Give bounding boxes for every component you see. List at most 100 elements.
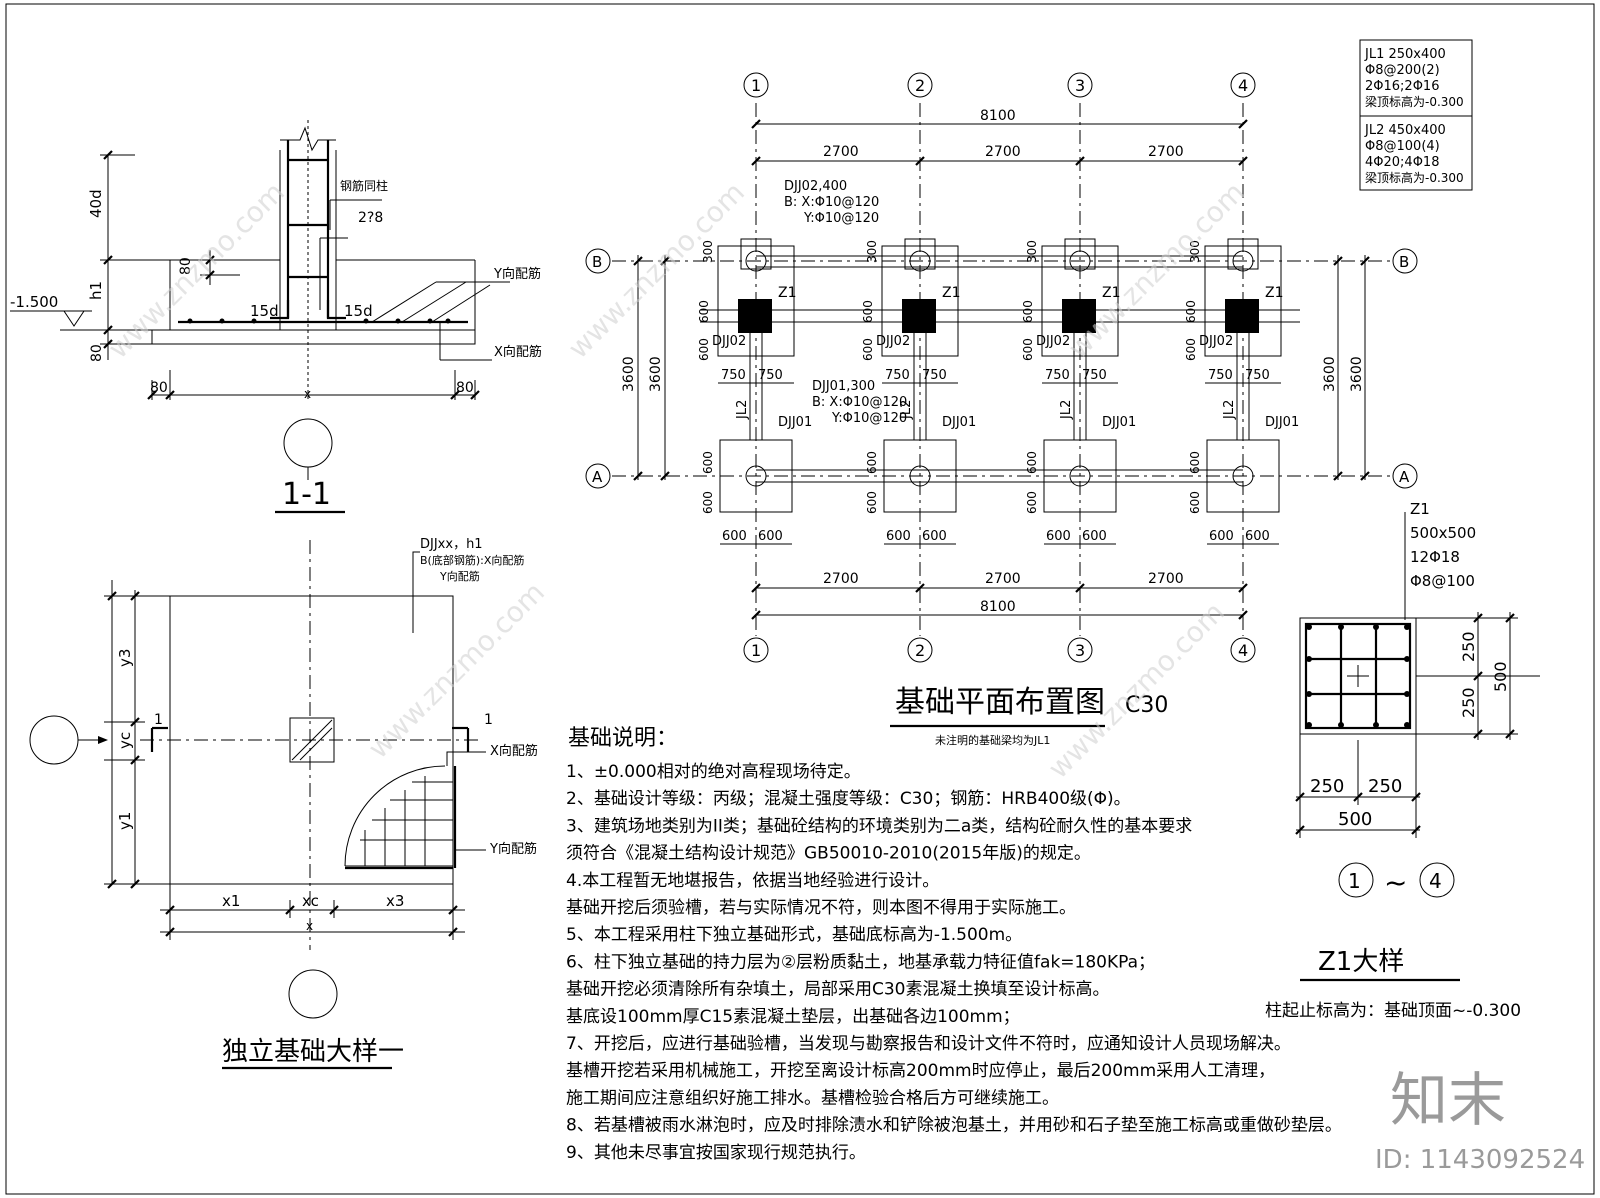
dim-600-left-3: 600 <box>1046 529 1071 544</box>
dim-80-top: 80 <box>178 257 194 275</box>
z1-axis-from: 1 <box>1348 869 1361 893</box>
axis-bubble-bottom-3 <box>1067 637 1093 663</box>
dim-600-b-lower-4: 600 <box>1184 338 1198 361</box>
footing-header-3: Y向配筋 <box>439 569 480 583</box>
z1-dim-250-left: 250 <box>1310 776 1344 797</box>
axis-number-bottom-2: 2 <box>915 641 925 660</box>
beam-jl2-label-1: JL2 <box>735 400 750 420</box>
jl1-line-1: JL1 250x400 <box>1364 47 1446 62</box>
beam-jl2-label-3: JL2 <box>1059 400 1074 420</box>
dim-600-right-3: 600 <box>1082 529 1107 544</box>
footing-djj01-label-3: DJJ01 <box>1102 415 1136 430</box>
djj01-bx: B: X:Φ10@120 <box>812 395 907 410</box>
z1-spec-3: 12Φ18 <box>1410 548 1460 566</box>
cover-80-right: 80 <box>456 380 474 396</box>
dim-600-a-lower-2: 600 <box>865 491 879 514</box>
z1-axis-to: 4 <box>1429 869 1442 893</box>
watermark-site-4: www.znzmo.com <box>362 576 551 765</box>
dim-3600-left-1: 3600 <box>621 356 637 392</box>
note-line-5: 4.本工程暂无地堪报告，依据当地经验进行设计。 <box>566 871 939 891</box>
dim-x1: x1 <box>222 892 240 910</box>
column-z1 <box>1225 299 1259 333</box>
dim-600-a-lower-1: 600 <box>701 491 715 514</box>
plan-note: 未注明的基础梁均为JL1 <box>935 733 1050 747</box>
note-line-7: 5、本工程采用柱下独立基础形式，基础底标高为-1.500m。 <box>566 925 1022 945</box>
footing-djj01-outline <box>883 439 957 513</box>
axis-bubble-top-2 <box>907 72 933 98</box>
column-top-b <box>904 238 936 270</box>
dim-xc: xc <box>302 892 319 910</box>
axis-bubble-top-3 <box>1067 72 1093 98</box>
axis-letter-left-A: A <box>592 468 603 486</box>
footing-djj02-outline <box>881 245 959 357</box>
z1-spec-1: Z1 <box>1410 500 1430 518</box>
grid-node-b <box>1232 250 1254 272</box>
jl1-line-3: 2Φ16;2Φ16 <box>1365 79 1439 94</box>
dim-600-b-upper-1: 600 <box>697 300 711 323</box>
z1-spec-2: 500x500 <box>1410 524 1476 542</box>
z1-dim-500-h: 500 <box>1338 809 1372 830</box>
axis-letter-right-B: B <box>1399 253 1409 271</box>
note-line-4: 须符合《混凝土结构设计规范》GB50010-2010(2015年版)的规定。 <box>566 844 1091 864</box>
foundation-notes: 基础说明： 1、±0.000相对的绝对高程现场待定。2、基础设计等级：丙级；混凝… <box>566 726 1342 1163</box>
z1-spec-4: Φ8@100 <box>1410 572 1475 590</box>
column-z1 <box>738 299 772 333</box>
y-bar-label: Y向配筋 <box>493 266 541 282</box>
footing-djj02-label-1: DJJ02 <box>712 334 746 349</box>
axis-letter-right-A: A <box>1399 468 1410 486</box>
axis-bubble-top-1 <box>743 72 769 98</box>
dim-600-a-upper-4: 600 <box>1188 451 1202 474</box>
z1-dim-500-v: 500 <box>1491 661 1510 692</box>
dim-600-b-upper-3: 600 <box>1021 300 1035 323</box>
dim-600-a-upper-2: 600 <box>865 451 879 474</box>
column-z1 <box>902 299 936 333</box>
plan-concrete-grade: C30 <box>1125 693 1168 718</box>
dim-600-right-2: 600 <box>922 529 947 544</box>
grid-node-b <box>745 250 767 272</box>
dim-span-3b: 2700 <box>1148 571 1184 587</box>
jl1-line-4: 梁顶标高为-0.300 <box>1365 94 1464 109</box>
axis-letter-left-B: B <box>592 253 602 271</box>
dim-750-right-2: 750 <box>922 368 947 383</box>
grid-node-b <box>1069 250 1091 272</box>
dim-600-right-4: 600 <box>1245 529 1270 544</box>
footing-djj02-outline <box>1041 245 1119 357</box>
dim-750-left-2: 750 <box>885 368 910 383</box>
dim-600-left-1: 600 <box>722 529 747 544</box>
axis-number-bottom-1: 1 <box>751 641 761 660</box>
dim-750-right-1: 750 <box>758 368 783 383</box>
note-line-12: 基槽开挖若采用机械施工，开挖至离设计标高200mm时应停止，最后200mm采用人… <box>566 1061 1275 1081</box>
dim-span-1: 2700 <box>823 144 859 160</box>
isolated-footing-detail: DJJxx，h1 B(底部钢筋):X向配筋 Y向配筋 y3 yc y1 x1 x… <box>29 537 538 1070</box>
note-line-8: 6、柱下独立基础的持力层为②层粉质黏土，地基承载力特征值fak=180KPa； <box>566 952 1155 972</box>
dim-8100-bottom: 8100 <box>980 599 1016 615</box>
note-line-2: 2、基础设计等级：丙级；混凝土强度等级：C30；钢筋：HRB400级(Φ)。 <box>566 789 1131 809</box>
elevation-label: -1.500 <box>10 293 58 311</box>
dim-600-a-upper-1: 600 <box>701 451 715 474</box>
section-1-1: 40d h1 80 80 -1.500 15d 15d 钢筋同柱 2?8 Y向配… <box>10 120 542 514</box>
dim-x3: x3 <box>386 892 404 910</box>
dim-600-b-upper-4: 600 <box>1184 300 1198 323</box>
note-line-6: 基础开挖后须验槽，若与实际情况不符，则本图不得用于实际施工。 <box>566 898 1076 918</box>
axis-bubble-bottom-1 <box>743 637 769 663</box>
grid-node-a <box>1069 465 1091 487</box>
dim-300-4: 300 <box>1188 240 1202 263</box>
footing-djj01-label-1: DJJ01 <box>778 415 812 430</box>
z1-dim-250-bottom: 250 <box>1459 687 1478 718</box>
note-line-11: 7、开挖后，应进行基础验槽，当发现与勘察报告和设计文件不符时，应通知设计人员现场… <box>566 1034 1291 1054</box>
dim-8100-top: 8100 <box>980 108 1016 124</box>
axis-bubble-bottom-2 <box>907 637 933 663</box>
z1-title: Z1大样 <box>1318 947 1404 977</box>
note-line-1: 1、±0.000相对的绝对高程现场待定。 <box>566 762 861 782</box>
dim-600-b-lower-2: 600 <box>861 338 875 361</box>
column-top-b <box>1064 238 1096 270</box>
axis-number-top-3: 3 <box>1075 76 1085 95</box>
jl2-line-4: 梁顶标高为-0.300 <box>1365 170 1464 185</box>
axis-number-top-2: 2 <box>915 76 925 95</box>
drawing-border <box>5 3 1595 1195</box>
dim-y3: y3 <box>116 649 134 667</box>
grid-node-a <box>745 465 767 487</box>
footing-djj01-label-2: DJJ01 <box>942 415 976 430</box>
dim-600-b-upper-2: 600 <box>861 300 875 323</box>
